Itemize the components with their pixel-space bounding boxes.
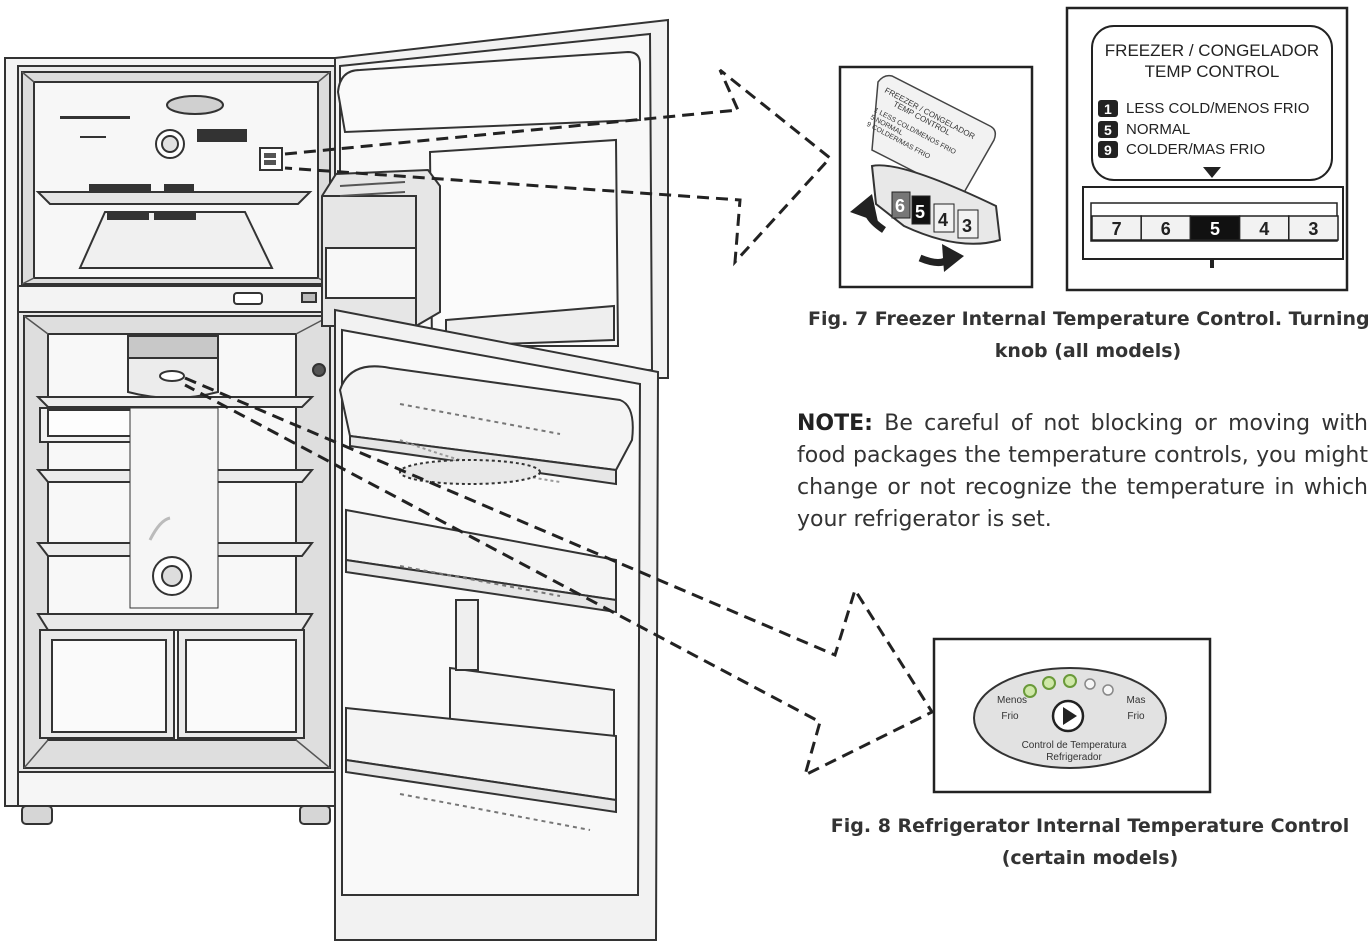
fig7-caption-line2: knob (all models)	[994, 340, 1182, 362]
panel-title-line2: TEMP CONTROL	[1145, 62, 1280, 81]
knob-digit-4: 4	[938, 210, 948, 230]
freezer-knob-illustration: FREEZER / CONGELADOR TEMP CONTROL 1 LESS…	[838, 65, 1034, 289]
panel-title-line1: FREEZER / CONGELADOR	[1105, 41, 1319, 60]
fig8-caption-line1: Fig. 8 Refrigerator Internal Temperature…	[830, 815, 1350, 837]
selector-pointer-icon	[1203, 167, 1221, 178]
scale-label-4: 4	[1259, 219, 1269, 239]
rotate-right-arrow-icon	[942, 244, 964, 272]
fig7-caption: Fig. 7 Freezer Internal Temperature Cont…	[808, 303, 1368, 367]
scale-cell-7	[1091, 215, 1142, 241]
knob-digit-3: 3	[962, 216, 972, 236]
level-light-3	[1063, 674, 1077, 688]
scale-label-3: 3	[1308, 219, 1318, 239]
panel-item-num-9: 9	[1104, 142, 1112, 158]
level-indicator-lights	[1023, 674, 1114, 698]
knob-digit-5: 5	[915, 202, 925, 222]
play-button-icon	[1063, 707, 1077, 725]
temperature-scale: 7 6 5 4 3	[1091, 215, 1339, 241]
menos-label: Menos	[997, 695, 1027, 706]
scale-label-7: 7	[1112, 219, 1122, 239]
mas-label: Mas	[1127, 695, 1146, 706]
mas-frio-label: Frio	[1127, 711, 1145, 722]
level-light-2	[1042, 676, 1056, 690]
fridge-control-illustration: Menos Frio Mas Frio Control de Temperatu…	[932, 637, 1212, 794]
rotate-left-arrow-icon	[850, 194, 878, 222]
scale-cell-6	[1140, 215, 1192, 241]
scale-label-5: 5	[1210, 219, 1220, 239]
note-text: Be careful of not blocking or moving wit…	[797, 411, 1368, 532]
fig8-caption: Fig. 8 Refrigerator Internal Temperature…	[820, 810, 1360, 874]
control-name-line2: Refrigerador	[1046, 752, 1102, 763]
note-lead: NOTE:	[797, 411, 873, 436]
scale-label-6: 6	[1161, 219, 1171, 239]
callout-arrow-fridge	[184, 376, 935, 778]
level-light-4	[1084, 678, 1096, 690]
panel-item-label-1: LESS COLD/MENOS FRIO	[1126, 100, 1309, 117]
panel-item-num-1: 1	[1104, 101, 1112, 117]
menos-frio-label: Frio	[1001, 711, 1019, 722]
control-name-line1: Control de Temperatura	[1022, 740, 1127, 751]
panel-item-num-5: 5	[1104, 122, 1112, 138]
note-paragraph: NOTE: Be careful of not blocking or movi…	[797, 408, 1368, 536]
refrigerator-illustration	[4, 18, 669, 941]
level-light-1	[1023, 684, 1037, 698]
level-light-5	[1102, 684, 1114, 696]
callout-arrow-freezer	[284, 68, 833, 267]
scale-cell-3	[1288, 215, 1339, 241]
panel-item-label-9: COLDER/MAS FRIO	[1126, 141, 1265, 158]
freezer-control-panel: FREEZER / CONGELADOR TEMP CONTROL 1 LESS…	[1065, 6, 1349, 292]
panel-item-label-5: NORMAL	[1126, 121, 1190, 138]
fig7-caption-line1: Fig. 7 Freezer Internal Temperature Cont…	[808, 308, 1368, 330]
fig8-caption-line2: (certain models)	[1001, 847, 1179, 869]
knob-digit-6: 6	[895, 196, 905, 216]
